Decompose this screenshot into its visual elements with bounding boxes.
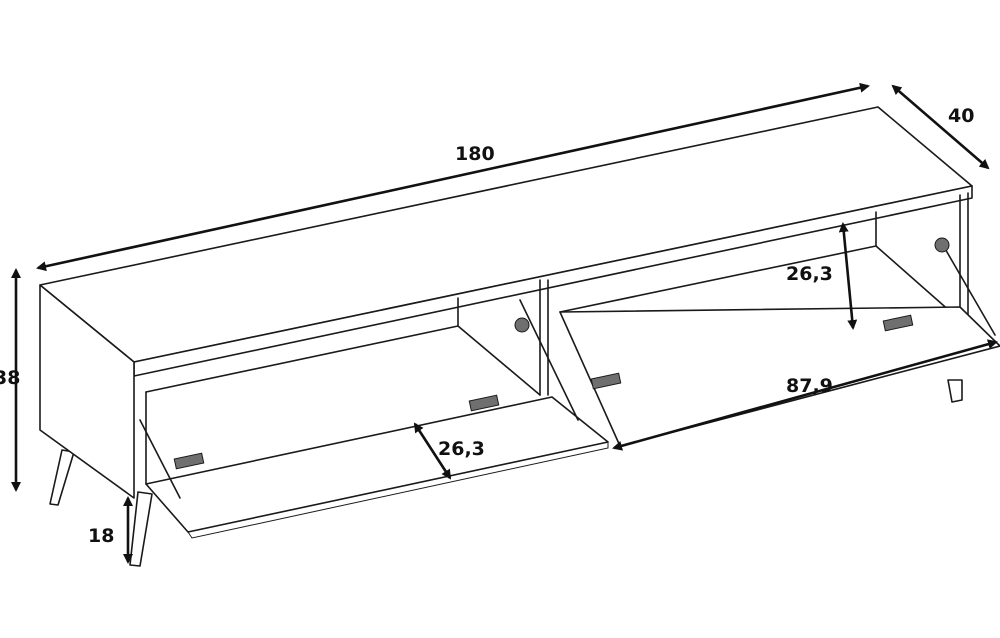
hinge-icon xyxy=(882,314,914,332)
middle-stay-icon xyxy=(519,299,579,421)
hinge-icon xyxy=(173,452,205,470)
stay-mechanism-icon xyxy=(514,317,530,333)
depth-dimension-line xyxy=(891,84,990,170)
right-flap-door xyxy=(559,306,1000,447)
left-compartment-height-label: 26,3 xyxy=(438,438,485,460)
height-label: 38 xyxy=(0,367,20,389)
dimension-lines xyxy=(11,82,998,564)
back-left-leg xyxy=(49,449,75,506)
right-compartment-height-label: 26,3 xyxy=(786,263,833,285)
right-stay-icon xyxy=(939,239,996,336)
left-compartment-height-line xyxy=(413,422,452,480)
left-stay-icon xyxy=(139,419,181,499)
left-flap-door xyxy=(145,396,609,533)
width-label: 180 xyxy=(455,143,495,165)
leg-height-label: 18 xyxy=(88,525,114,547)
hinge-icon xyxy=(468,394,500,412)
hardware xyxy=(139,237,996,499)
right-leg xyxy=(947,379,963,403)
right-compartment-width-line xyxy=(612,339,998,451)
stay-mechanism-icon xyxy=(934,237,950,253)
width-dimension-line xyxy=(36,82,870,272)
front-left-leg xyxy=(129,491,153,567)
right-compartment-height-line xyxy=(838,222,858,330)
depth-label: 40 xyxy=(948,105,974,127)
right-compartment-width-label: 87,9 xyxy=(786,375,833,397)
